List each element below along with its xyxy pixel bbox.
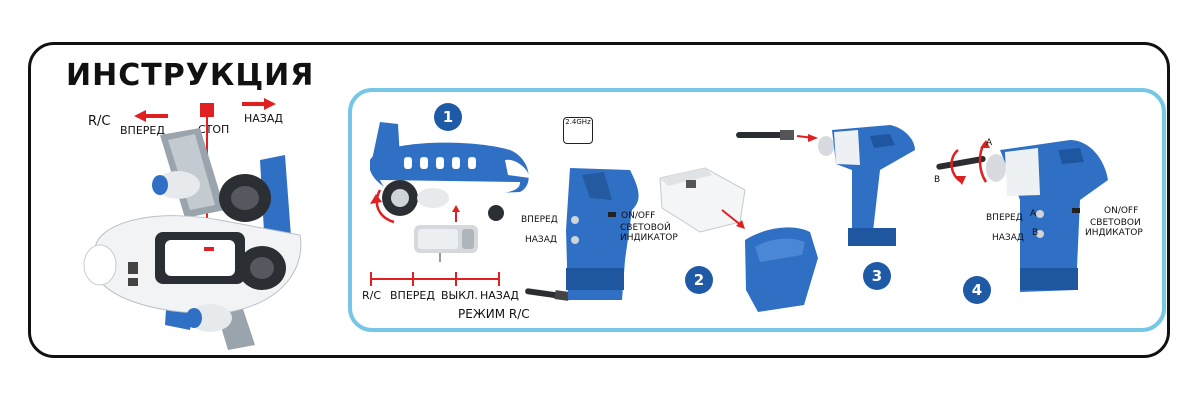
- screwdriver-bit-icon: [525, 288, 570, 301]
- mode-label: РЕЖИМ R/C: [458, 307, 530, 321]
- switch-label-back: НАЗАД: [480, 289, 519, 302]
- page-title: ИНСТРУКЦИЯ: [66, 58, 315, 93]
- remote-base-icon: [745, 227, 818, 312]
- back-label: НАЗАД: [244, 112, 283, 125]
- drill-step4-icon: [936, 140, 1108, 292]
- step-badge-4: 4: [963, 276, 991, 304]
- switch-label-forward: ВПЕРЕД: [390, 289, 435, 302]
- steps-panel: [348, 88, 1166, 332]
- step-badge-1: 1: [434, 103, 462, 131]
- step4-back-label: НАЗАД: [992, 233, 1024, 243]
- step4-onoff-label: ON/OFF: [1104, 206, 1139, 216]
- remote-forward-label: ВПЕРЕД: [521, 215, 558, 225]
- step4-forward-label: ВПЕРЕД: [986, 213, 1023, 223]
- switch-label-off: ВЫКЛ.: [441, 289, 478, 302]
- step4-indicator-label-2: ИНДИКАТОР: [1085, 228, 1143, 238]
- plane-toy-icon: [83, 128, 302, 350]
- step4-a-top-label: A: [986, 138, 993, 148]
- drill-bit-icon: [736, 130, 818, 142]
- step4-b-side-label: B: [934, 175, 941, 185]
- step-badge-3: 3: [863, 262, 891, 290]
- switch-label-rc: R/C: [362, 289, 382, 302]
- remote-indicator-label-2: ИНДИКАТОР: [620, 233, 678, 243]
- frequency-badge: 2.4GHz: [563, 117, 593, 144]
- step4-indicator-label-1: СВЕТОВОИ: [1090, 218, 1141, 228]
- battery-pack-icon: [659, 167, 746, 233]
- drill-toy-icon: [818, 125, 915, 246]
- forward-arrow-icon: [134, 110, 168, 122]
- stop-square-icon: [200, 103, 214, 117]
- instruction-frame: [28, 42, 1170, 358]
- switch-module-icon: [414, 225, 478, 262]
- remote-controller-icon: [566, 168, 639, 300]
- switch-scale: [370, 272, 500, 286]
- remote-back-label: НАЗАД: [525, 235, 557, 245]
- remote-onoff-label: ON/OFF: [621, 211, 656, 221]
- step-badge-2: 2: [685, 266, 713, 294]
- back-arrow-icon: [242, 98, 276, 110]
- step4-b-label: B: [1032, 228, 1039, 238]
- step4-a-label: A: [1030, 209, 1037, 219]
- remote-indicator-label-1: СВЕТОВОЙ: [620, 223, 671, 233]
- stop-label: СТОП: [198, 123, 230, 136]
- rc-label: R/C: [88, 114, 111, 129]
- forward-label: ВПЕРЕД: [120, 124, 165, 137]
- frequency-label: 2.4GHz: [565, 118, 591, 126]
- blue-plane-icon: [370, 122, 530, 224]
